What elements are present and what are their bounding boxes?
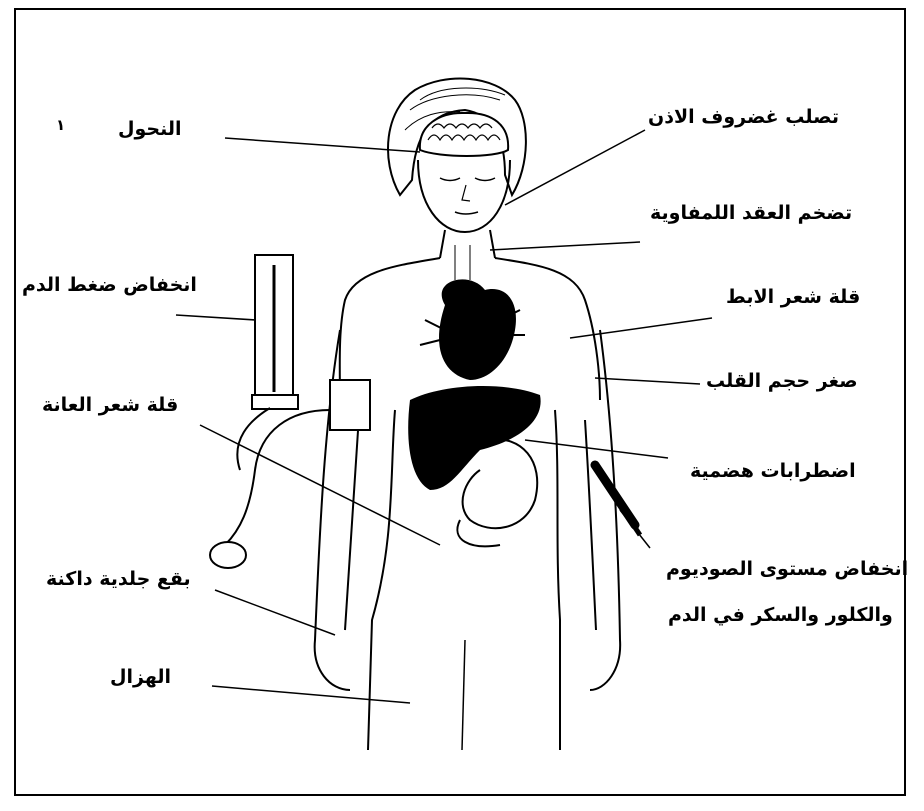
label-skin-patches: بقع جلدية داكنة <box>46 570 191 589</box>
label-marker: ١ <box>56 118 65 133</box>
label-blood-pressure: انخفاض ضغط الدم <box>22 276 197 295</box>
syringe <box>595 465 635 525</box>
heart <box>439 279 516 380</box>
neck <box>440 230 495 258</box>
mouth <box>455 212 478 214</box>
bp-bulb <box>210 542 246 568</box>
manometer-base <box>252 395 298 409</box>
label-electrolytes-1: انخفاض مستوى الصوديوم <box>666 560 908 579</box>
cuff-tube <box>225 410 330 545</box>
label-pubic-hair: قلة شعر العانة <box>42 396 178 415</box>
label-lymph-nodes: تضخم العقد اللمفاوية <box>650 204 852 223</box>
label-ear-cartilage: تصلب غضروف الاذن <box>648 108 839 127</box>
face <box>418 160 510 232</box>
label-heart-size: صغر حجم القلب <box>706 372 858 391</box>
label-axillary-hair: قلة شعر الابط <box>726 288 860 307</box>
nose <box>462 185 470 201</box>
label-lethargy: النحول <box>118 120 182 139</box>
label-digestive: اضطرابات هضمية <box>690 462 856 481</box>
label-electrolytes-2: والكلور والسكر في الدم <box>668 606 893 625</box>
trachea <box>455 245 470 280</box>
right-arm <box>585 330 620 690</box>
leg-divide <box>462 640 465 750</box>
label-weight-loss: الهزال <box>110 668 171 687</box>
bp-cuff <box>330 380 370 430</box>
eyes <box>440 178 495 181</box>
